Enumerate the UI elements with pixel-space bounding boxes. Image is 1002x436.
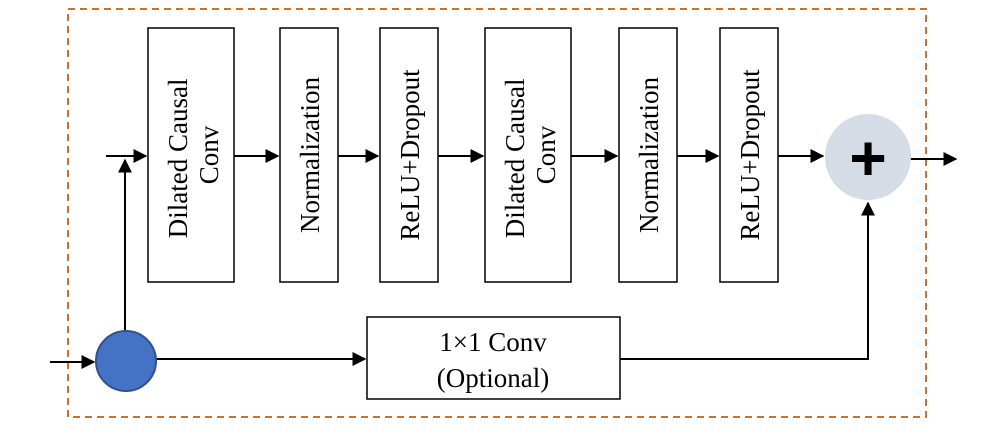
svg-text:Dilated Causal Conv: Dilated Causal Conv <box>163 72 224 238</box>
normalization-block-2: Normalization <box>618 27 678 283</box>
relu-dropout-block-1: ReLU+Dropout <box>379 27 439 283</box>
block-3-label: ReLU+Dropout <box>395 69 425 241</box>
svg-text:Normalization: Normalization <box>295 77 325 233</box>
shortcut-conv-block: 1×1 Conv (Optional) <box>366 316 621 400</box>
shortcut-to-sum-arrow <box>620 201 875 360</box>
shortcut-label-line2: (Optional) <box>437 363 549 393</box>
dilated-causal-conv-block-1: Dilated Causal Conv <box>147 27 235 283</box>
block-4-label-line1: Dilated Causal <box>500 79 530 239</box>
block-5-label: Normalization <box>634 77 664 233</box>
sum-node: + <box>825 114 911 200</box>
normalization-block-1: Normalization <box>279 27 339 283</box>
svg-text:Normalization: Normalization <box>634 77 664 233</box>
svg-text:ReLU+Dropout: ReLU+Dropout <box>735 69 765 241</box>
block-1-label-line2: Conv <box>194 125 224 184</box>
residual-block-boundary <box>67 8 927 418</box>
block-4-label-line2: Conv <box>531 125 561 184</box>
relu-dropout-block-2: ReLU+Dropout <box>719 27 779 283</box>
svg-text:Dilated Causal Conv: Dilated Causal Conv <box>500 72 561 238</box>
block-1-label-line1: Dilated Causal <box>163 79 193 239</box>
block-6-label: ReLU+Dropout <box>735 69 765 241</box>
dilated-causal-conv-block-2: Dilated Causal Conv <box>484 27 572 283</box>
shortcut-label-line1: 1×1 Conv <box>439 327 547 357</box>
sum-plus-icon: + <box>849 122 886 194</box>
svg-text:ReLU+Dropout: ReLU+Dropout <box>395 69 425 241</box>
block-2-label: Normalization <box>295 77 325 233</box>
input-node <box>95 330 157 392</box>
